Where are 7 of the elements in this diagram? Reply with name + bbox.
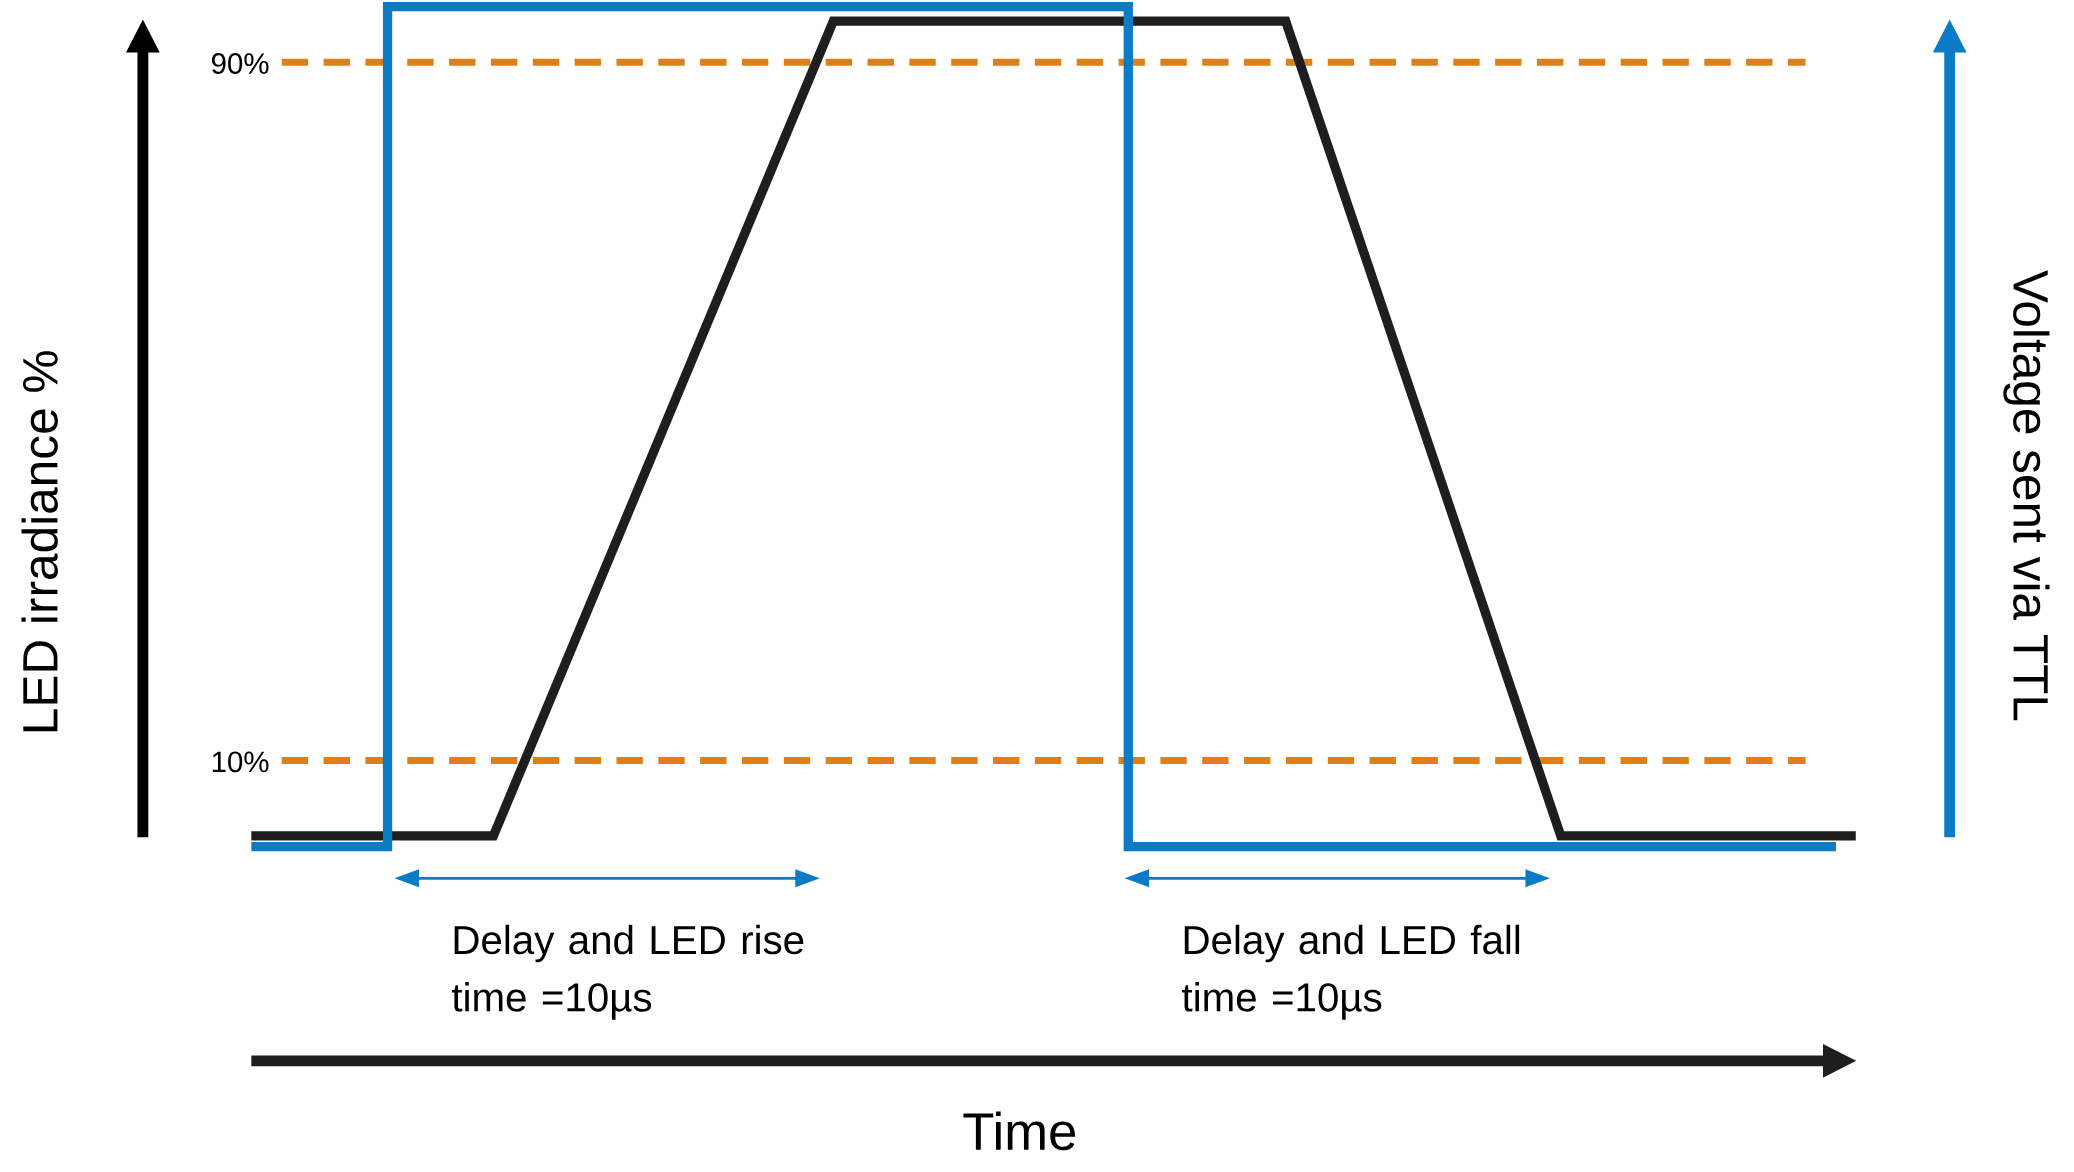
duration-label: Delay and LED fall time =10µs <box>1182 924 1520 1020</box>
axis-label: LED irradiance % <box>21 351 58 732</box>
threshold-label: 10% <box>212 751 269 773</box>
axis-label: Voltage sent via TTL <box>2003 270 2050 721</box>
threshold-label: 90% <box>212 53 269 74</box>
axis-label: Time <box>963 1111 1076 1151</box>
duration-label: Delay and LED rise time =10µs <box>451 924 804 1020</box>
